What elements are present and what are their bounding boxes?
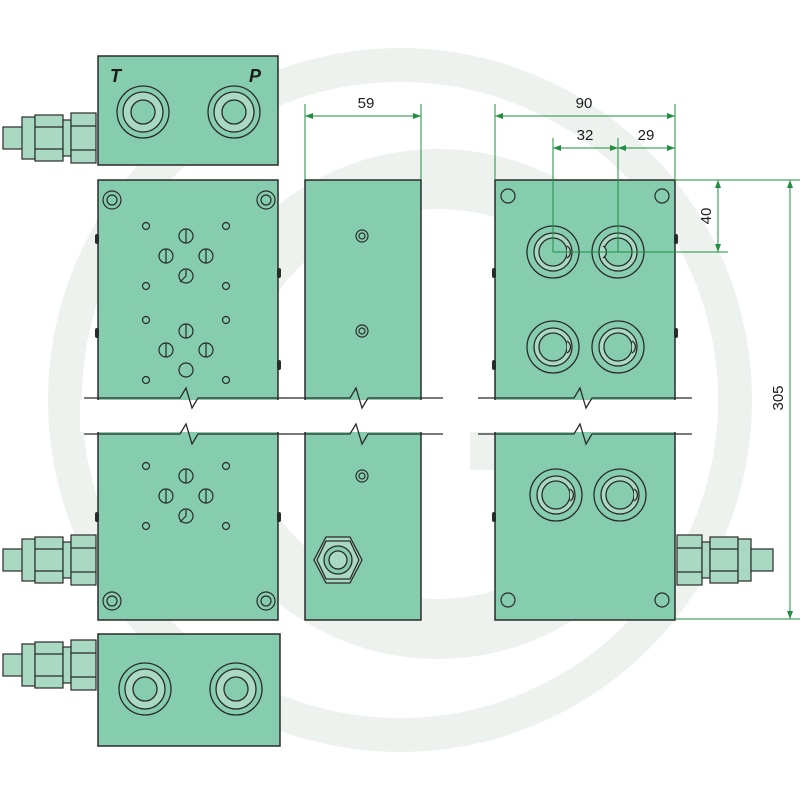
port-t-icon xyxy=(116,85,170,139)
hex-fitting-icon xyxy=(2,639,97,691)
dimension-side-width: 59 xyxy=(358,95,375,112)
side-hex-plug-icon xyxy=(313,536,363,584)
dimension-port-top-offset: 40 xyxy=(698,208,715,225)
dimension-arrows xyxy=(305,113,793,619)
dimension-port-edge-offset: 29 xyxy=(638,127,655,144)
break-line-icon xyxy=(80,386,700,446)
rear-bolt-icons xyxy=(500,188,670,608)
hex-fitting-icon xyxy=(2,112,97,164)
port-p-label: P xyxy=(249,66,262,86)
port-t-label: T xyxy=(110,66,123,86)
port-p-icon xyxy=(207,85,261,139)
hex-fitting-icon xyxy=(676,534,774,586)
dimension-end-width: 90 xyxy=(576,95,593,112)
hex-fitting-icon xyxy=(2,534,97,586)
side-port-icons xyxy=(355,229,369,483)
dimension-overall-height: 305 xyxy=(770,385,787,410)
bottom-port-icons xyxy=(118,662,263,716)
side-nub-icons xyxy=(95,234,281,522)
dimension-lines xyxy=(304,104,800,620)
rear-nub-icons xyxy=(492,234,678,522)
top-end-plate: T P xyxy=(2,55,279,166)
valve-pattern-lower xyxy=(141,461,231,531)
corner-bolt-icons xyxy=(102,190,276,611)
valve-pattern-upper xyxy=(141,221,231,385)
dimension-port-spacing: 32 xyxy=(577,127,594,144)
bottom-end-plate xyxy=(2,633,281,747)
